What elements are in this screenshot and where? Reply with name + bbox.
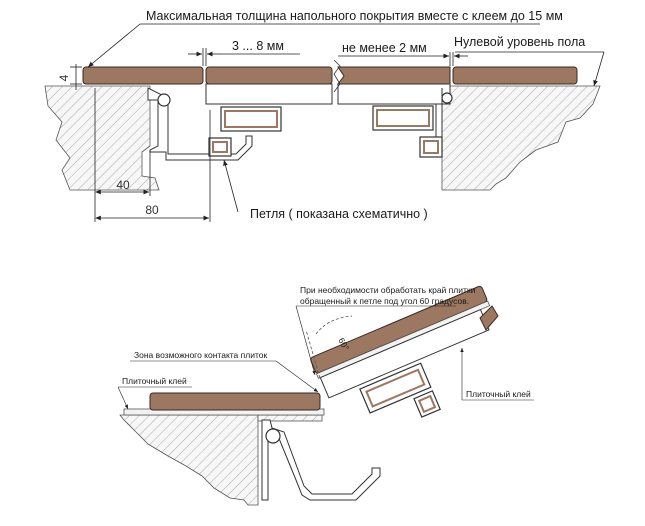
top-door-leaf-bottom [205, 83, 333, 105]
adjacent-tile-tip [479, 305, 499, 331]
rotated-loop-box-a [359, 362, 432, 414]
dim-80-label: 80 [145, 203, 159, 217]
hinge-pivot-left [157, 93, 171, 107]
tile-glue-left-label: Плиточный клей [122, 376, 187, 386]
hinge-pivot-right [441, 92, 453, 104]
rotated-door-assembly [310, 285, 491, 418]
rotated-loop-box-b [413, 390, 441, 418]
max-thickness-label: Максимальная толщина напольного покрытия… [146, 9, 563, 23]
dim-40-label: 40 [116, 178, 130, 192]
contact-zone-label: Зона возможного контакта плиток [134, 350, 267, 360]
bottom-frame-profile [261, 419, 381, 501]
zero-level-label: Нулевой уровень пола [454, 35, 585, 49]
bevel-note-line1: При необходимости обработать край плитки [300, 285, 476, 295]
top-floor-tile-3 [337, 66, 451, 85]
angle-arc [315, 315, 353, 335]
gap-range-label: 3 ... 8 мм [232, 39, 284, 53]
top-floor-tile-2 [205, 66, 333, 85]
loop-note-label: Петля ( показана схематично ) [250, 207, 428, 221]
right-concrete-slab [441, 85, 601, 191]
left-concrete-slab [44, 85, 160, 191]
top-floor-tile-4 [452, 66, 578, 85]
dim-4-label: 4 [57, 74, 71, 81]
top-floor-tile-1 [82, 66, 204, 85]
bottom-concrete-slab [119, 414, 259, 506]
bottom-section-diagram: 60° При необходимости обработать край пл… [117, 285, 534, 506]
tile-glue-right-label: Плиточный клей [466, 389, 531, 399]
hidden-frame-profile [147, 87, 253, 161]
bottom-floor-tile [149, 392, 321, 411]
top-section-diagram: 4 40 80 3 ... 8 мм не менее 2 мм Нулевой… [44, 9, 605, 222]
min-gap-label: не менее 2 мм [342, 41, 427, 55]
bottom-hinge-pivot [265, 428, 281, 444]
bevel-note-line2: обращенный к петле под угол 60 градусов. [300, 296, 469, 306]
